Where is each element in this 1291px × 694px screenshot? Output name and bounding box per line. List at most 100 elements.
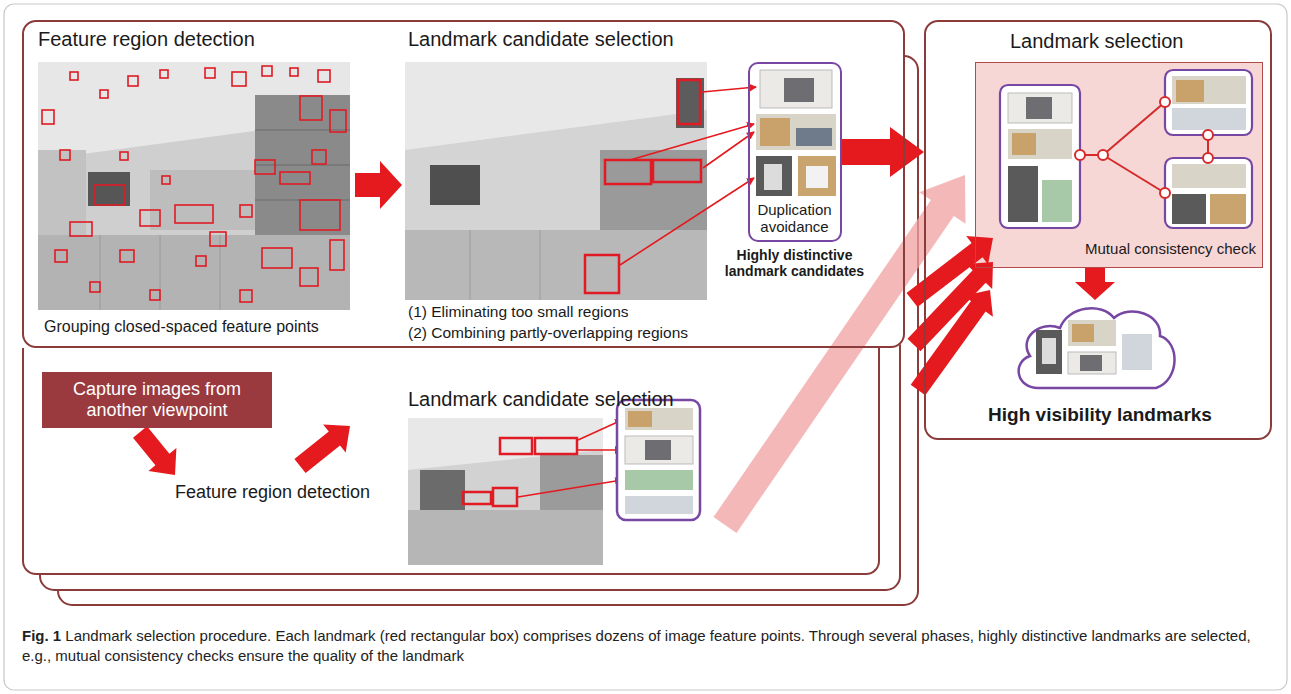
landmark-thumbnail: [796, 128, 832, 146]
step-arrow: [355, 161, 402, 209]
feature-region-box: [140, 210, 160, 226]
feature-region-box: [330, 110, 346, 132]
landmark-thumbnail: [756, 114, 836, 150]
candidate-group-box: [625, 496, 693, 514]
landmark-candidate-box: [585, 255, 619, 293]
candidate-group-box: [1210, 194, 1246, 224]
node-heading: Landmark selection: [1010, 30, 1260, 53]
feature-region-box: [150, 290, 160, 300]
process-panel: Feature region detectionLandmark candida…: [22, 348, 880, 575]
room-photo: [420, 470, 465, 510]
cloud-outline: [1019, 308, 1175, 388]
candidate-group-box: [1165, 70, 1252, 135]
candidate-group-box: [1172, 164, 1246, 188]
feature-region-box: [42, 110, 54, 124]
candidate-group-box: [1172, 108, 1246, 130]
feature-region-box: [120, 152, 128, 160]
feature-region-box: [290, 68, 298, 76]
figure-number: Fig. 1: [22, 627, 61, 644]
landmark-thumbnail: [756, 156, 792, 196]
landmark-thumbnail: [1072, 324, 1094, 342]
node-heading: Feature region detection: [175, 482, 403, 503]
candidate-group-box: [1172, 194, 1206, 224]
room-photo: [38, 62, 350, 310]
leader-line: [578, 420, 622, 440]
landmark-candidate-box: [493, 488, 517, 506]
landmark-candidate-box: [605, 160, 651, 184]
process-panel: Landmark selectionMutual consistency che…: [924, 20, 1272, 440]
feature-region-box: [100, 90, 108, 98]
landmark-thumbnail: [806, 166, 828, 188]
stacked-frames: [975, 62, 1263, 268]
feature-region-box: [162, 176, 170, 184]
feature-region-box: [175, 205, 213, 223]
room-photo: [405, 62, 707, 300]
room-photo: [100, 235, 101, 310]
leader-line: [578, 449, 622, 451]
feature-region-box: [205, 68, 215, 78]
room-photo: [255, 95, 350, 235]
candidate-group-box: [1008, 129, 1072, 159]
landmark-thumbnail: [760, 118, 790, 146]
candidate-group-box: [1012, 133, 1036, 155]
feature-region-box: [318, 70, 330, 82]
flow-arrow: [1075, 268, 1115, 300]
landmark-thumbnail: [1068, 320, 1116, 346]
consistency-link: [1203, 153, 1213, 163]
node-heading: High visibility landmarks: [955, 404, 1245, 426]
room-photo: [540, 230, 541, 300]
feature-region-box: [42, 66, 346, 302]
feature-region-box: [280, 172, 310, 184]
landmark-thumbnail: [798, 156, 836, 196]
leader-line: [518, 480, 622, 497]
figure-frame: [4, 4, 1287, 690]
feature-region-box: [262, 248, 292, 268]
feature-region-box: [312, 150, 326, 164]
candidate-group-box: [617, 400, 700, 520]
consistency-link: [1075, 97, 1213, 198]
feature-region-box: [160, 70, 168, 78]
consistency-link: [1160, 97, 1170, 107]
candidate-group-box: [1176, 80, 1204, 102]
feature-region-box: [70, 222, 92, 236]
candidate-group-box: [1165, 158, 1252, 228]
room-photo: [408, 510, 603, 565]
node-heading: Duplication avoidance: [750, 201, 840, 236]
candidate-group-box: [625, 408, 693, 430]
feature-region-box: [55, 250, 67, 262]
feature-region-box: [70, 72, 78, 80]
room-photo: [408, 418, 603, 565]
cloud-outline: [1010, 300, 1180, 395]
leader-line: [518, 420, 622, 497]
node-text: (1) Eliminating too small regions: [408, 303, 738, 321]
landmark-candidate-box: [653, 160, 701, 182]
candidate-group-box: [645, 440, 671, 460]
feature-region-box: [196, 256, 206, 266]
room-photo: [150, 170, 255, 230]
candidate-group-box: [1172, 76, 1246, 104]
feature-region-box: [60, 150, 70, 160]
stacked-frames: [22, 20, 905, 348]
candidate-group-box: [1042, 180, 1072, 222]
landmark-thumbnail: [784, 78, 814, 102]
merge-arrow: [714, 175, 966, 533]
landmark-thumbnail: [764, 164, 782, 190]
action-box: Capture images from another viewpoint: [42, 372, 272, 428]
process-panel: Feature region detectionGrouping closed-…: [22, 20, 905, 348]
room-photo: [676, 78, 704, 128]
consistency-link: [1075, 150, 1085, 160]
step-arrow: [294, 424, 350, 473]
node-heading: Feature region detection: [38, 28, 338, 51]
landmark-thumbnail: [1036, 330, 1062, 374]
figure-caption: Fig. 1 Landmark selection procedure. Eac…: [22, 626, 1267, 667]
landmark-candidate-box: [463, 492, 491, 504]
node-text: Grouping closed-spaced feature points: [44, 318, 374, 336]
room-photo: [405, 230, 707, 300]
node-text: (2) Combining partly-overlapping regions: [408, 324, 738, 342]
feature-region-box: [128, 76, 138, 86]
room-photo: [255, 130, 350, 131]
landmark-thumbnail: [1122, 334, 1152, 370]
feature-region-box: [330, 240, 344, 270]
candidate-group-box: [628, 411, 652, 427]
landmark-candidate-box: [585, 80, 701, 293]
